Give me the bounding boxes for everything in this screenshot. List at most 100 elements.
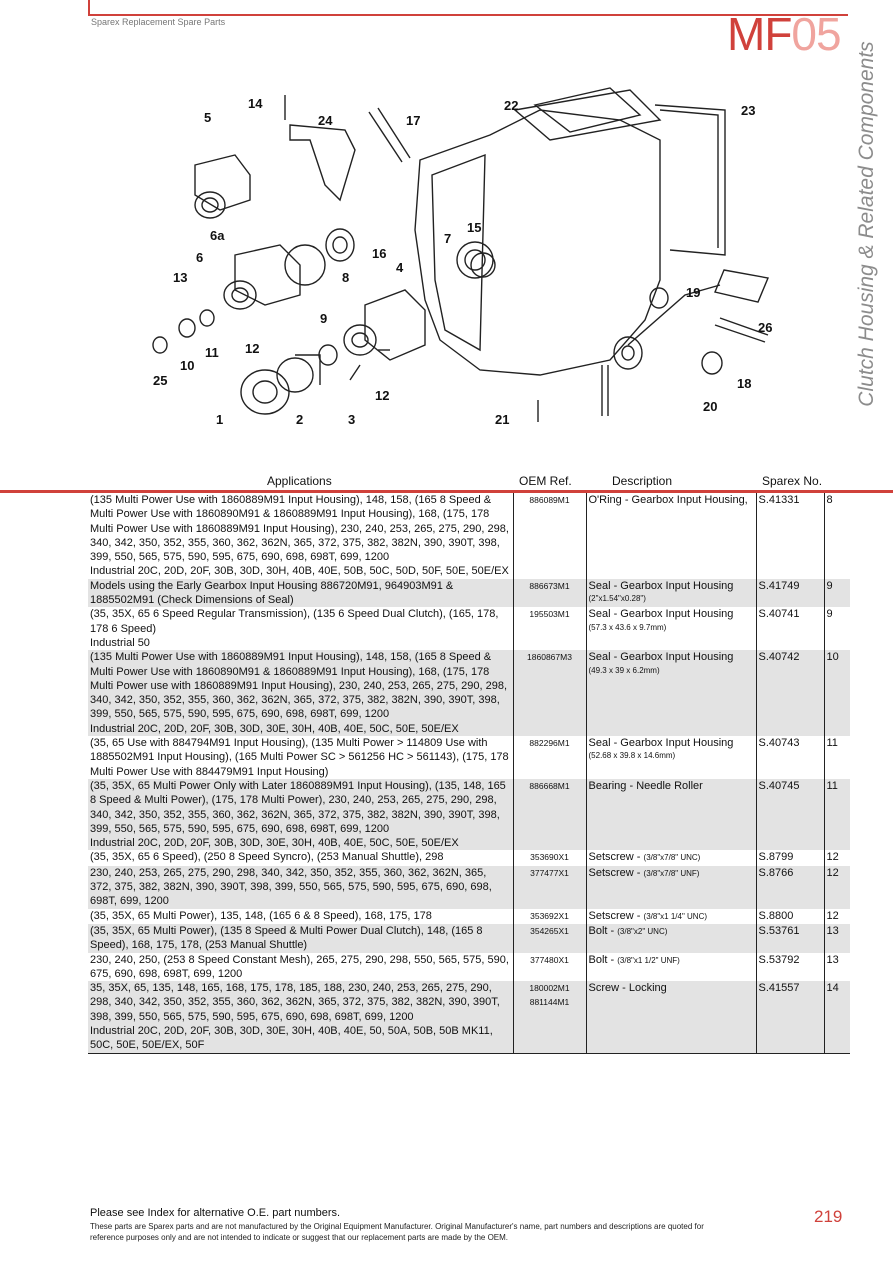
description-dimensions: (3/8"x2" UNC) (617, 926, 668, 936)
callout-24: 24 (318, 113, 333, 128)
cell-oem-ref: 886668M1 (512, 778, 586, 851)
description-dimensions: (57.3 x 43.6 x 9.7mm) (588, 622, 667, 632)
parts-table-body: (135 Multi Power Use with 1860889M91 Inp… (88, 493, 850, 1054)
cell-applications: (135 Multi Power Use with 1860889M91 Inp… (90, 494, 509, 578)
description-dimensions: (3/8"x7/8" UNF) (643, 868, 700, 878)
cell-description: Bearing - Needle Roller (585, 778, 756, 851)
callout-20: 20 (703, 399, 717, 414)
cell-sparex-no: S.53761 (755, 923, 824, 953)
description-text: Screw - Locking (588, 982, 667, 995)
exploded-parts-diagram: 14 24 17 22 23 5 6a 6 13 16 8 7 15 4 19 … (152, 87, 772, 427)
gasket-22-shape (533, 87, 642, 133)
description-dimensions: (3/8"x1 1/4" UNC) (643, 911, 708, 921)
description-text: Bolt - (588, 953, 615, 966)
cell-oem-ref: 353690X1 (512, 850, 586, 866)
table-row: (135 Multi Power Use with 1860889M91 Inp… (88, 650, 850, 737)
description-text: O'Ring - Gearbox Input Housing, (588, 494, 748, 506)
callout-22: 22 (504, 98, 518, 113)
brand-text: Sparex Replacement Spare Parts (91, 17, 226, 27)
cell-description: Seal - Gearbox Input Housing (2"x1.54"x0.… (585, 578, 756, 608)
cell-ref-no: 9 (823, 607, 850, 651)
description-text: Setscrew - (588, 909, 641, 922)
cell-sparex-no: S.8766 (755, 865, 824, 909)
description-text: Seal - Gearbox Input Housing (588, 579, 734, 592)
cell-description: Seal - Gearbox Input Housing(57.3 x 43.6… (585, 607, 756, 651)
cell-description: Setscrew - (3/8"x7/8" UNC) (585, 850, 756, 866)
callout-2: 2 (296, 412, 303, 427)
cell-description: Screw - Locking (585, 981, 756, 1054)
header-rule (88, 0, 848, 16)
cell-ref-no: 8 (823, 493, 850, 579)
cell-oem-ref: 886673M1 (512, 578, 586, 608)
gasket-23-shape (654, 104, 726, 256)
cell-applications: Models using the Early Gearbox Input Hou… (88, 578, 513, 608)
cell-ref-no: 13 (823, 952, 850, 982)
cell-sparex-no: S.40743 (755, 736, 824, 779)
callout-8: 8 (342, 270, 349, 285)
cell-sparex-no: S.8800 (755, 908, 824, 924)
housing-6-shape (234, 244, 301, 306)
table-row: 35, 35X, 65, 135, 148, 165, 168, 175, 17… (88, 981, 850, 1054)
cell-description: Setscrew - (3/8"x7/8" UNF) (585, 865, 756, 909)
table-header-rule (0, 490, 893, 493)
callout-23: 23 (741, 103, 755, 118)
cell-oem-ref: 195503M1 (512, 607, 586, 651)
callout-17: 17 (406, 113, 420, 128)
table-row: (35, 35X, 65 Multi Power Only with Later… (88, 778, 850, 851)
description-dimensions: (2"x1.54"x0.28") (588, 594, 646, 604)
callout-4: 4 (396, 260, 404, 275)
callout-16: 16 (372, 246, 386, 261)
table-row: (35, 65 Use with 884794M91 Input Housing… (88, 736, 850, 779)
cell-oem-ref: 353692X1 (512, 908, 586, 924)
column-header-sparex: Sparex No. (762, 474, 823, 488)
table-row: 230, 240, 250, (253 8 Speed Constant Mes… (88, 952, 850, 982)
cell-description: Setscrew - (3/8"x1 1/4" UNC) (585, 908, 756, 924)
cell-ref-no: 9 (823, 578, 850, 608)
table-row: (35, 35X, 65 6 Speed), (250 8 Speed Sync… (88, 850, 850, 866)
table-row: 230, 240, 253, 265, 275, 290, 298, 340, … (88, 865, 850, 909)
cell-sparex-no: S.53792 (755, 952, 824, 982)
pedal-shape (627, 284, 721, 346)
description-dimensions: (3/8"x1 1/2" UNF) (617, 955, 680, 965)
callout-11: 11 (205, 345, 219, 360)
callout-7: 7 (444, 231, 451, 246)
description-text: Seal - Gearbox Input Housing (588, 608, 734, 621)
cell-ref-no: 14 (823, 981, 850, 1054)
cell-applications: (35, 65 Use with 884794M91 Input Housing… (90, 737, 509, 778)
callout-18: 18 (737, 376, 751, 391)
section-title: Clutch Housing & Related Components (850, 14, 884, 434)
description-dimensions: (3/8"x7/8" UNC) (643, 853, 701, 863)
catalog-code: MF05 (727, 8, 842, 60)
callout-13: 13 (173, 270, 187, 285)
callout-12a: 12 (245, 341, 259, 356)
cell-ref-no: 10 (823, 650, 850, 737)
cell-applications: 230, 240, 250, (253 8 Speed Constant Mes… (90, 953, 509, 980)
cell-sparex-no: S.41331 (755, 493, 824, 579)
table-row: (35, 35X, 65 Multi Power), (135 8 Speed … (88, 923, 850, 953)
cell-oem-ref: 1860867M3 (512, 650, 586, 737)
callout-14: 14 (248, 96, 263, 111)
callout-21: 21 (495, 412, 509, 427)
cell-description: Seal - Gearbox Input Housing(52.68 x 39.… (585, 736, 756, 779)
cell-applications: (35, 35X, 65 6 Speed Regular Transmissio… (90, 608, 499, 649)
callout-19: 19 (686, 285, 700, 300)
cell-ref-no: 12 (823, 865, 850, 909)
description-text: Setscrew - (588, 851, 641, 864)
table-row: Models using the Early Gearbox Input Hou… (88, 578, 850, 608)
description-dimensions: (49.3 x 39 x 6.2mm) (588, 665, 660, 675)
cell-applications: (135 Multi Power Use with 1860889M91 Inp… (88, 650, 513, 737)
cell-oem-ref: 377480X1 (512, 952, 586, 982)
cell-description: O'Ring - Gearbox Input Housing, (585, 493, 756, 579)
cell-ref-no: 12 (823, 908, 850, 924)
description-dimensions: (52.68 x 39.8 x 14.6mm) (588, 751, 676, 761)
housing-4-shape (364, 289, 426, 361)
clutch-housing-shape (414, 109, 661, 376)
column-header-oem: OEM Ref. (519, 474, 572, 488)
table-row: (35, 35X, 65 6 Speed Regular Transmissio… (88, 607, 850, 651)
cell-applications: (35, 35X, 65 Multi Power), 135, 148, (16… (90, 909, 432, 922)
cell-sparex-no: S.41749 (755, 578, 824, 608)
description-text: Seal - Gearbox Input Housing (588, 737, 734, 750)
cell-ref-no: 12 (823, 850, 850, 866)
description-text: Bearing - Needle Roller (588, 779, 703, 792)
callout-26: 26 (758, 320, 772, 335)
